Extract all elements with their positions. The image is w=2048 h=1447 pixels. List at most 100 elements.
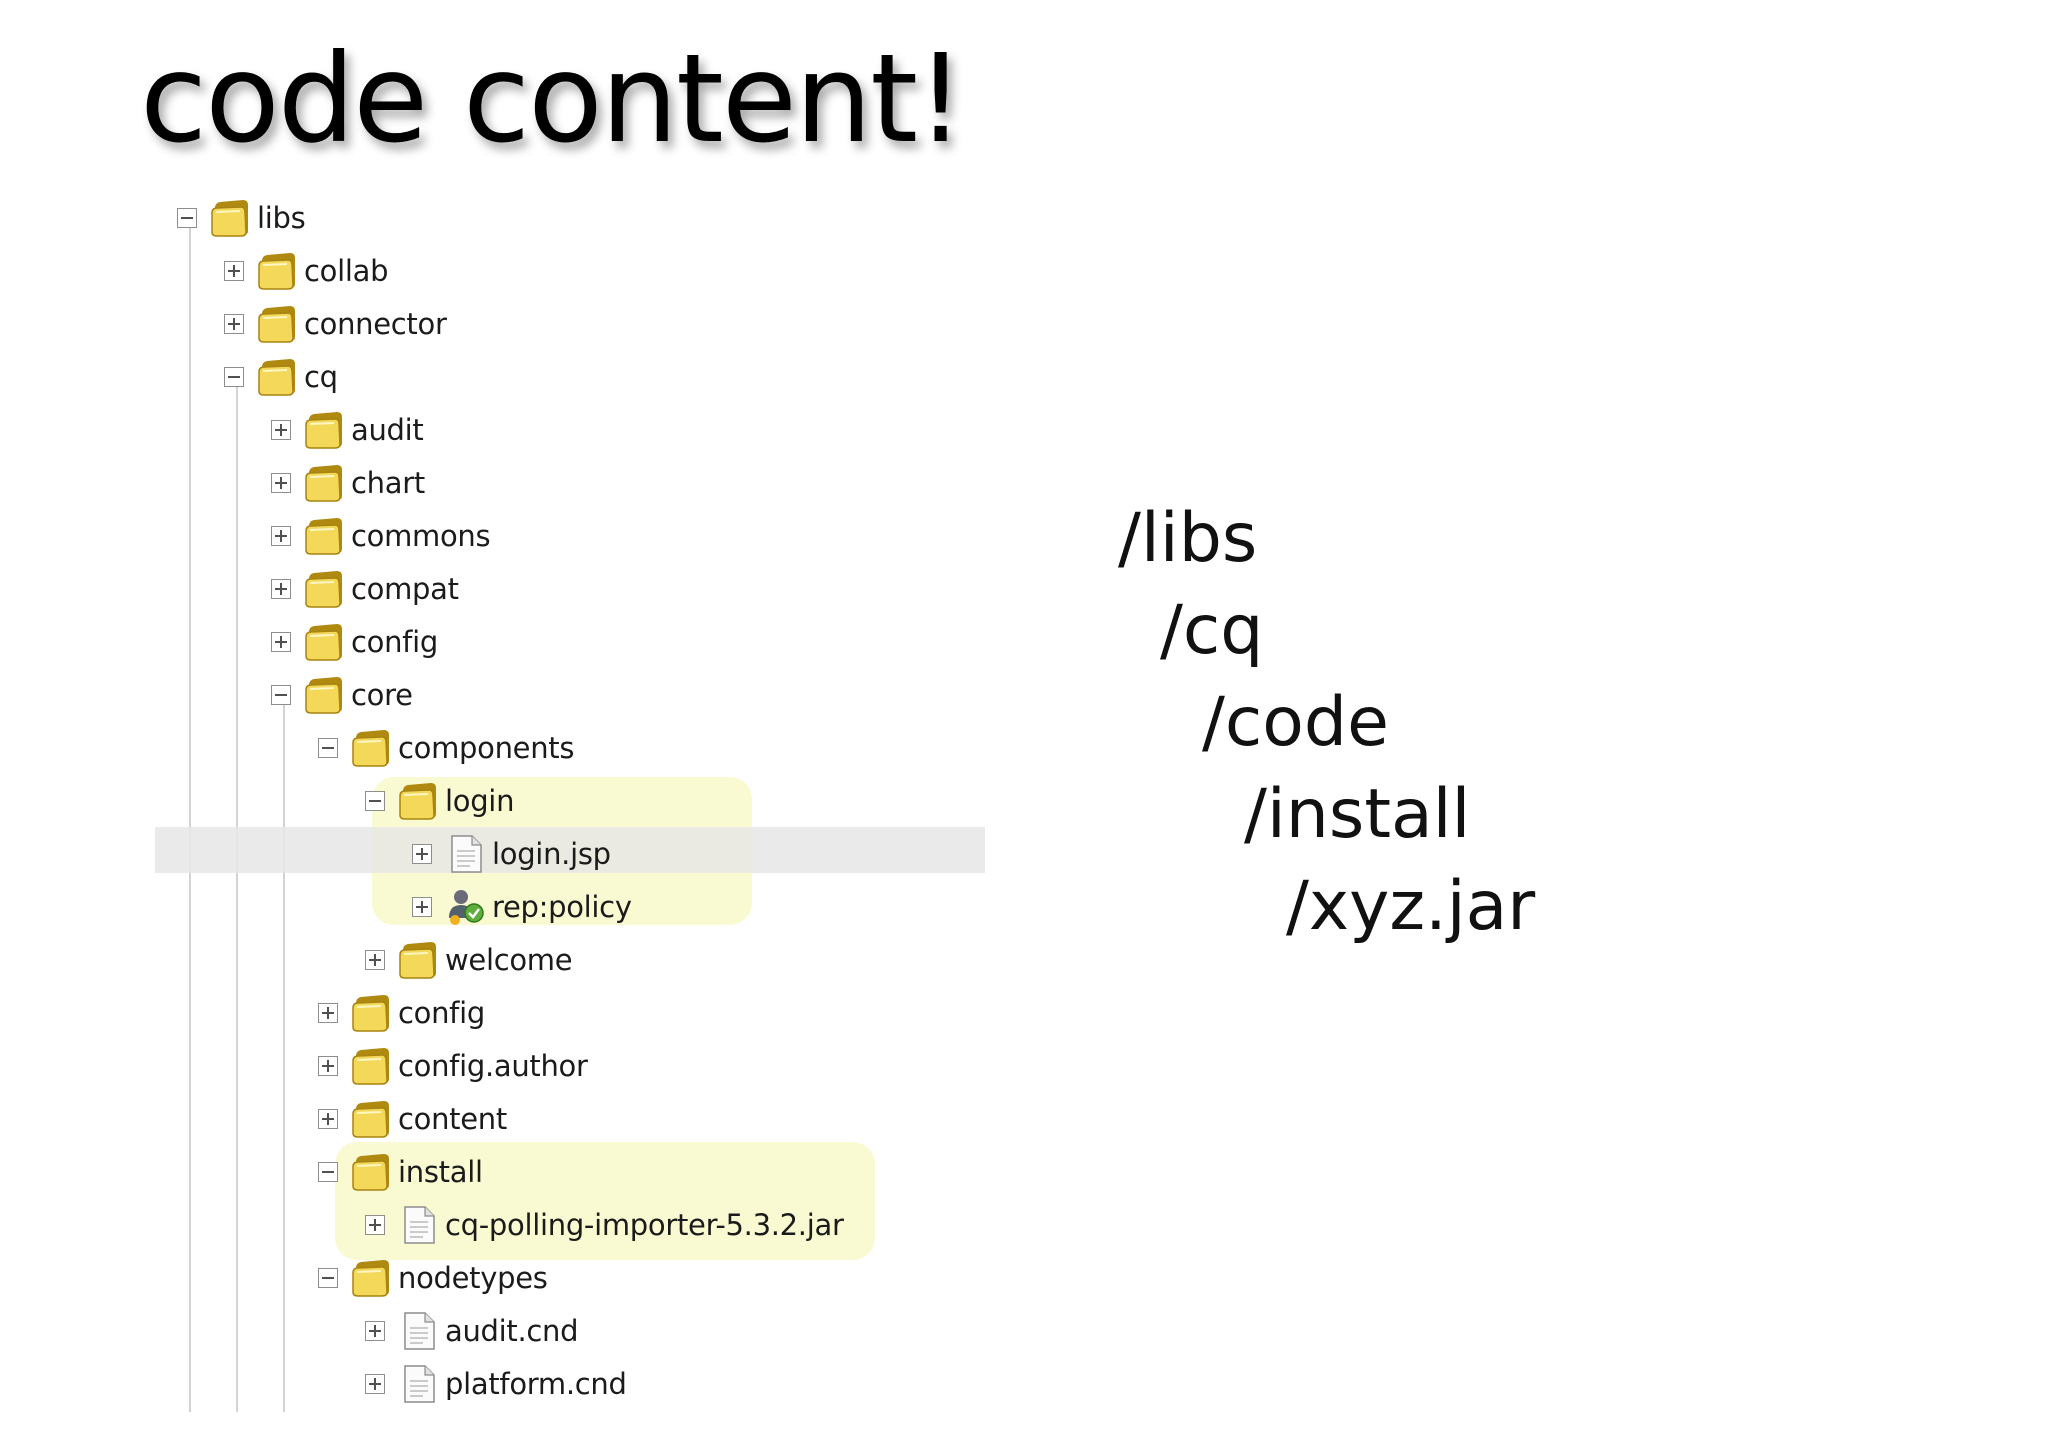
tree-node-label: audit xyxy=(351,413,424,447)
tree-node-components[interactable]: components xyxy=(318,724,574,772)
tree-node-welcome[interactable]: welcome xyxy=(365,936,573,984)
expand-toggle[interactable] xyxy=(271,473,291,493)
path-segment: /libs xyxy=(1118,499,1258,578)
expand-toggle[interactable] xyxy=(365,1215,385,1235)
folder-icon xyxy=(399,783,436,820)
tree-guide-line xyxy=(189,222,191,1412)
expand-toggle[interactable] xyxy=(224,261,244,281)
path-segment: /install xyxy=(1244,775,1471,854)
tree-node-label: config xyxy=(351,625,438,659)
file-icon xyxy=(404,1206,435,1244)
tree-node-label: components xyxy=(398,731,575,765)
expand-toggle[interactable] xyxy=(365,1321,385,1341)
collapse-toggle[interactable] xyxy=(365,791,385,811)
expand-toggle[interactable] xyxy=(365,1374,385,1394)
folder-icon xyxy=(258,253,295,290)
collapse-toggle[interactable] xyxy=(318,738,338,758)
policy-icon xyxy=(449,890,484,925)
tree-node-config-author[interactable]: config.author xyxy=(318,1042,588,1090)
tree-node-label: libs xyxy=(257,201,306,235)
file-icon xyxy=(451,835,482,873)
tree-node-login-jsp[interactable]: login.jsp xyxy=(412,830,611,878)
tree-node-rep-policy[interactable]: rep:policy xyxy=(412,883,632,931)
folder-icon xyxy=(352,730,389,767)
tree-node-audit-cnd[interactable]: audit.cnd xyxy=(365,1307,579,1355)
tree-node-label: platform.cnd xyxy=(445,1367,627,1401)
tree-node-connector[interactable]: connector xyxy=(224,300,447,348)
expand-toggle[interactable] xyxy=(271,420,291,440)
tree-guide-line xyxy=(283,697,285,1412)
tree-node-label: collab xyxy=(304,254,389,288)
path-segment: /xyz.jar xyxy=(1286,867,1536,946)
expand-toggle[interactable] xyxy=(318,1056,338,1076)
folder-icon xyxy=(305,571,342,608)
tree-node-libs[interactable]: libs xyxy=(177,194,306,242)
tree-node-label: nodetypes xyxy=(398,1261,548,1295)
tree-node-core[interactable]: core xyxy=(271,671,413,719)
file-icon xyxy=(404,1312,435,1350)
folder-icon xyxy=(211,200,248,237)
tree-node-label: chart xyxy=(351,466,425,500)
expand-toggle[interactable] xyxy=(318,1003,338,1023)
tree-node-commons[interactable]: commons xyxy=(271,512,491,560)
tree-node-config[interactable]: config xyxy=(318,989,485,1037)
tree-node-label: cq-polling-importer-5.3.2.jar xyxy=(445,1208,844,1242)
expand-toggle[interactable] xyxy=(224,314,244,334)
expand-toggle[interactable] xyxy=(365,950,385,970)
tree-node-login[interactable]: login xyxy=(365,777,514,825)
tree-node-label: connector xyxy=(304,307,447,341)
folder-icon xyxy=(305,677,342,714)
tree-node-label: login xyxy=(445,784,515,818)
tree-node-label: welcome xyxy=(445,943,573,977)
folder-icon xyxy=(305,518,342,555)
tree-node-config[interactable]: config xyxy=(271,618,438,666)
slide-title: code content! xyxy=(140,28,965,170)
tree-node-label: rep:policy xyxy=(492,890,632,924)
expand-toggle[interactable] xyxy=(412,897,432,917)
folder-icon xyxy=(352,1260,389,1297)
tree-node-install[interactable]: install xyxy=(318,1148,483,1196)
expand-toggle[interactable] xyxy=(271,579,291,599)
tree-node-cq[interactable]: cq xyxy=(224,353,338,401)
tree-node-platform-cnd[interactable]: platform.cnd xyxy=(365,1360,627,1408)
tree-guide-line xyxy=(236,382,238,1412)
tree-node-label: content xyxy=(398,1102,507,1136)
tree-node-compat[interactable]: compat xyxy=(271,565,459,613)
selected-row-band xyxy=(155,827,985,873)
tree-node-chart[interactable]: chart xyxy=(271,459,425,507)
tree-node-nodetypes[interactable]: nodetypes xyxy=(318,1254,548,1302)
folder-icon xyxy=(305,465,342,502)
tree-node-collab[interactable]: collab xyxy=(224,247,388,295)
tree-node-audit[interactable]: audit xyxy=(271,406,424,454)
expand-toggle[interactable] xyxy=(318,1109,338,1129)
tree-node-label: config xyxy=(398,996,485,1030)
tree-node-label: audit.cnd xyxy=(445,1314,579,1348)
path-segment: /code xyxy=(1202,683,1389,762)
folder-icon xyxy=(399,942,436,979)
tree-node-label: config.author xyxy=(398,1049,588,1083)
folder-icon xyxy=(352,1154,389,1191)
folder-icon xyxy=(352,1101,389,1138)
folder-icon xyxy=(305,412,342,449)
expand-toggle[interactable] xyxy=(271,526,291,546)
collapse-toggle[interactable] xyxy=(177,208,197,228)
collapse-toggle[interactable] xyxy=(224,367,244,387)
tree-node-label: cq xyxy=(304,360,338,394)
tree-node-polling-importer-jar[interactable]: cq-polling-importer-5.3.2.jar xyxy=(365,1201,844,1249)
collapse-toggle[interactable] xyxy=(318,1162,338,1182)
folder-icon xyxy=(352,995,389,1032)
tree-node-content[interactable]: content xyxy=(318,1095,507,1143)
expand-toggle[interactable] xyxy=(412,844,432,864)
folder-icon xyxy=(305,624,342,661)
tree-node-label: install xyxy=(398,1155,483,1189)
tree-node-label: compat xyxy=(351,572,459,606)
folder-icon xyxy=(258,306,295,343)
folder-icon xyxy=(258,359,295,396)
file-icon xyxy=(404,1365,435,1403)
folder-icon xyxy=(352,1048,389,1085)
collapse-toggle[interactable] xyxy=(271,685,291,705)
tree-node-label: login.jsp xyxy=(492,837,611,871)
collapse-toggle[interactable] xyxy=(318,1268,338,1288)
tree-node-label: commons xyxy=(351,519,491,553)
expand-toggle[interactable] xyxy=(271,632,291,652)
